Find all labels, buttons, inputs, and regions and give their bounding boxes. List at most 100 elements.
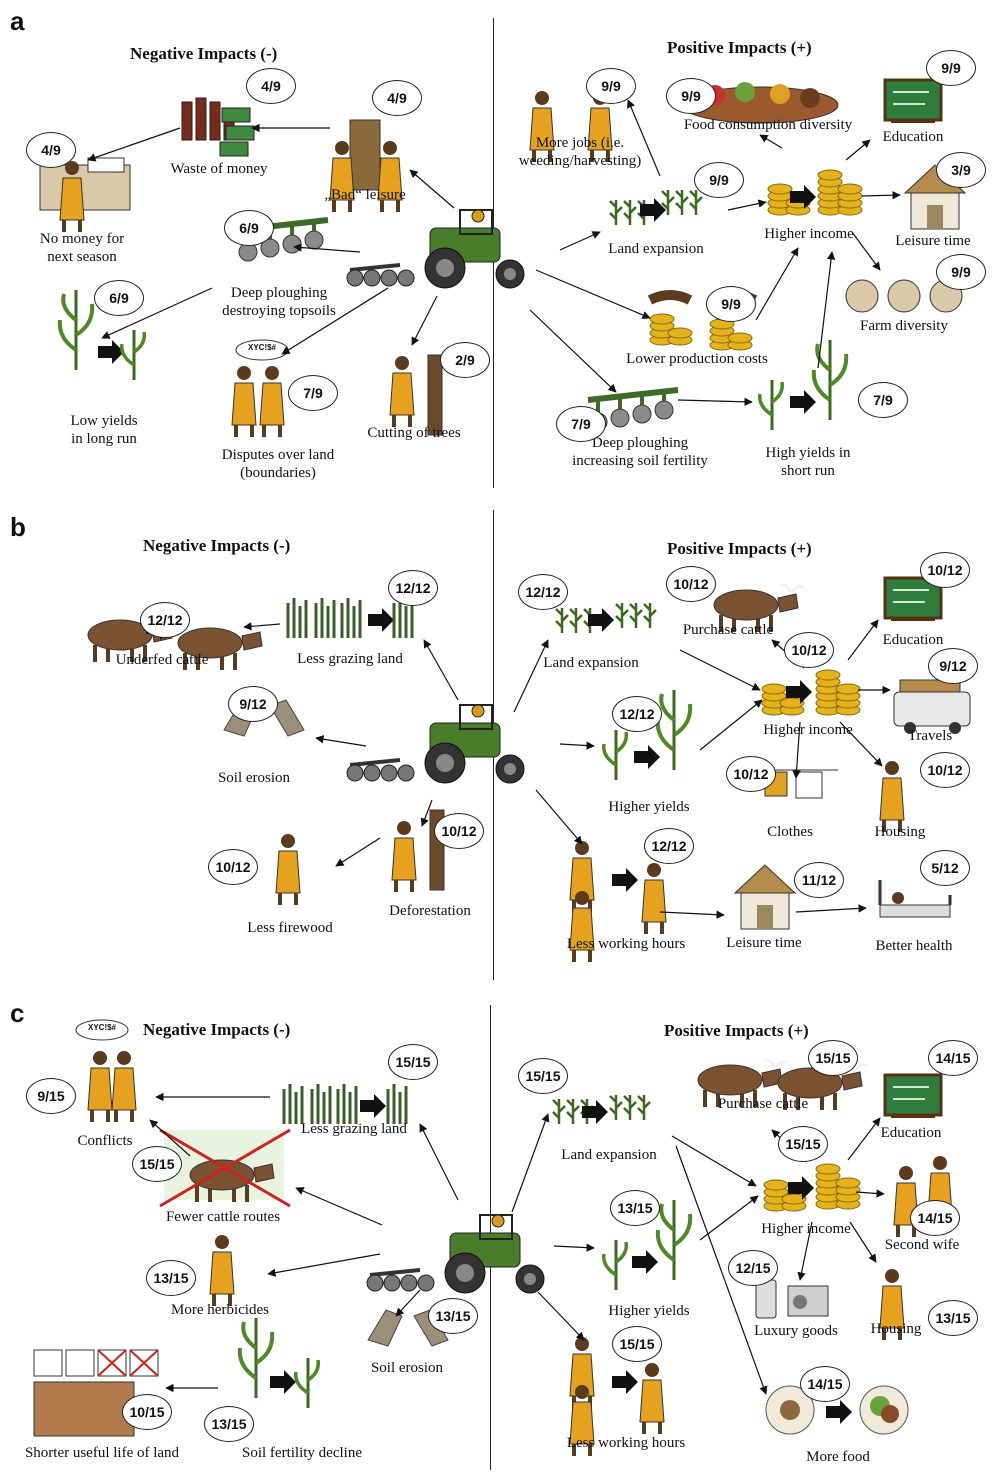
- b-neg-deforestation-score: 10/12: [434, 813, 484, 849]
- a-neg-trees-label: Cutting of trees: [367, 425, 461, 441]
- tree-leisure-icon: [328, 119, 404, 214]
- food-plates-icon: [765, 1385, 909, 1435]
- a-pos-plough-score: 7/9: [556, 406, 606, 442]
- b-pos-health-label: Better health: [875, 938, 953, 954]
- calendar-icon: [33, 1349, 159, 1377]
- shop-icon: [39, 157, 131, 234]
- c-pos-education-score: 14/15: [928, 1040, 978, 1076]
- panel-b-positive-title: Positive Impacts (+): [667, 539, 812, 558]
- a-pos-leisure-score: 3/9: [936, 152, 986, 188]
- person-spear-icon: [110, 1049, 138, 1124]
- b-pos-cattle-label: Purchase cattle: [682, 622, 774, 638]
- c-pos-cattle-label: Purchase cattle: [717, 1096, 809, 1112]
- a-pos-lower-costs-label: Lower production costs: [626, 351, 768, 367]
- field-icon: [33, 1381, 135, 1437]
- c-pos-housing-score: 13/15: [928, 1300, 978, 1336]
- panel-c-letter: c: [10, 998, 25, 1028]
- b-pos-travels-label: Travels: [907, 728, 953, 744]
- a-pos-jobs-label: More jobs (i.e. weeding/harvesting): [518, 135, 642, 169]
- blackboard-icon: [883, 1073, 943, 1120]
- person-axe-icon: [390, 819, 418, 894]
- maize-short-icon: [602, 728, 629, 782]
- coins-icon: [815, 669, 861, 716]
- worker-icon: [640, 861, 668, 936]
- a-neg-low-yields-label: Low yields in long run: [70, 413, 138, 447]
- b-neg-underfed-label: Underfed cattle: [115, 652, 209, 668]
- c-pos-cattle-score: 15/15: [808, 1040, 858, 1076]
- b-pos-leisure-score: 11/12: [794, 862, 844, 898]
- c-neg-conflicts-label: Conflicts: [77, 1133, 133, 1149]
- a-neg-bad-leisure-score: 4/9: [372, 80, 422, 116]
- b-pos-yields-score: 12/12: [612, 696, 662, 732]
- panel-a-arrows: [87, 99, 901, 406]
- grass-icon: [282, 1082, 304, 1126]
- panel-b-negative-title: Negative Impacts (-): [143, 536, 291, 555]
- b-pos-clothes-score: 10/12: [726, 756, 776, 792]
- maize-short-icon: [758, 378, 785, 432]
- maize-tall-icon: [237, 1316, 275, 1400]
- c-pos-land-expansion-score: 15/15: [518, 1058, 568, 1094]
- b-pos-leisure-label: Leisure time: [726, 935, 802, 951]
- b-neg-deforestation-label: Deforestation: [389, 903, 471, 919]
- hospital-bed-icon: [878, 880, 952, 918]
- a-neg-waste-score: 4/9: [246, 68, 296, 104]
- tractor-icon: [345, 703, 526, 785]
- b-pos-housing-score: 10/12: [920, 752, 970, 788]
- b-neg-firewood-label: Less firewood: [247, 920, 333, 936]
- c-neg-erosion-score: 13/15: [428, 1298, 478, 1334]
- grass-icon: [340, 596, 362, 640]
- arrow-icon: [368, 608, 394, 632]
- c-pos-yields-score: 13/15: [610, 1190, 660, 1226]
- b-neg-grazing-label: Less grazing land: [297, 651, 403, 667]
- b-pos-income-label: Higher income: [763, 722, 853, 738]
- a-neg-plough-score: 6/9: [224, 210, 274, 246]
- panel-a-letter: a: [10, 6, 25, 36]
- c-pos-second-wife-score: 14/15: [910, 1200, 960, 1236]
- c-pos-luxury-label: Luxury goods: [754, 1323, 838, 1339]
- hut-icon: [734, 864, 796, 930]
- a-neg-bad-leisure-label: „Bad“ leisure: [324, 187, 406, 203]
- maize-tall-icon: [655, 1198, 693, 1282]
- a-neg-no-money-label: No money for next season: [39, 231, 125, 265]
- panel-c-positive-title: Positive Impacts (+): [664, 1021, 809, 1040]
- c-neg-useful-life-label: Shorter useful life of land: [24, 1445, 180, 1461]
- sprouts-icon: [660, 188, 704, 217]
- a-pos-education-score: 9/9: [926, 50, 976, 86]
- arrow-icon: [360, 1094, 386, 1118]
- a-pos-jobs-score: 9/9: [586, 68, 636, 104]
- sprouts-icon: [608, 1093, 652, 1122]
- arrow-icon: [98, 340, 124, 364]
- c-neg-herbicides-score: 13/15: [146, 1260, 196, 1296]
- a-pos-higher-income-label: Higher income: [764, 226, 854, 242]
- b-pos-cattle-score: 10/12: [666, 566, 716, 602]
- c-neg-cattle-routes-score: 15/15: [132, 1146, 182, 1182]
- a-pos-farm-diversity-label: Farm diversity: [860, 318, 948, 334]
- b-pos-yields-label: Higher yields: [608, 799, 690, 815]
- panel-a-positive-title: Positive Impacts (+): [667, 38, 812, 57]
- speech-bubble-icon: [75, 1019, 129, 1041]
- b-neg-grazing-score: 12/12: [388, 570, 438, 606]
- panel-c-arrows: [149, 1092, 885, 1395]
- panel-b-letter: b: [10, 512, 26, 542]
- c-neg-fertility-score: 13/15: [204, 1406, 254, 1442]
- c-neg-fertility-label: Soil fertility decline: [242, 1445, 362, 1461]
- a-pos-land-expansion-score: 9/9: [694, 162, 744, 198]
- cattle-route-icon: [159, 1128, 291, 1208]
- c-pos-education-label: Education: [880, 1125, 942, 1141]
- maize-tall-icon: [655, 688, 693, 772]
- tractor-icon: [365, 1213, 546, 1295]
- maize-short-icon: [120, 328, 147, 382]
- blackboard-icon: [883, 78, 943, 125]
- panel-c-negative-title: Negative Impacts (-): [143, 1020, 291, 1039]
- coins-icon: [817, 169, 863, 216]
- a-neg-plough-label: Deep ploughing destroying topsoils: [222, 285, 336, 319]
- maize-tall-icon: [811, 338, 849, 422]
- a-pos-high-yields-label: High yields in short run: [765, 445, 851, 479]
- c-pos-more-food-label: More food: [806, 1449, 870, 1465]
- tractor-icon: [345, 208, 526, 290]
- b-pos-health-score: 5/12: [920, 850, 970, 886]
- c-pos-land-expansion-label: Land expansion: [561, 1147, 657, 1163]
- phone-radio-icon: [755, 1279, 829, 1319]
- worker-icon: [638, 1361, 666, 1436]
